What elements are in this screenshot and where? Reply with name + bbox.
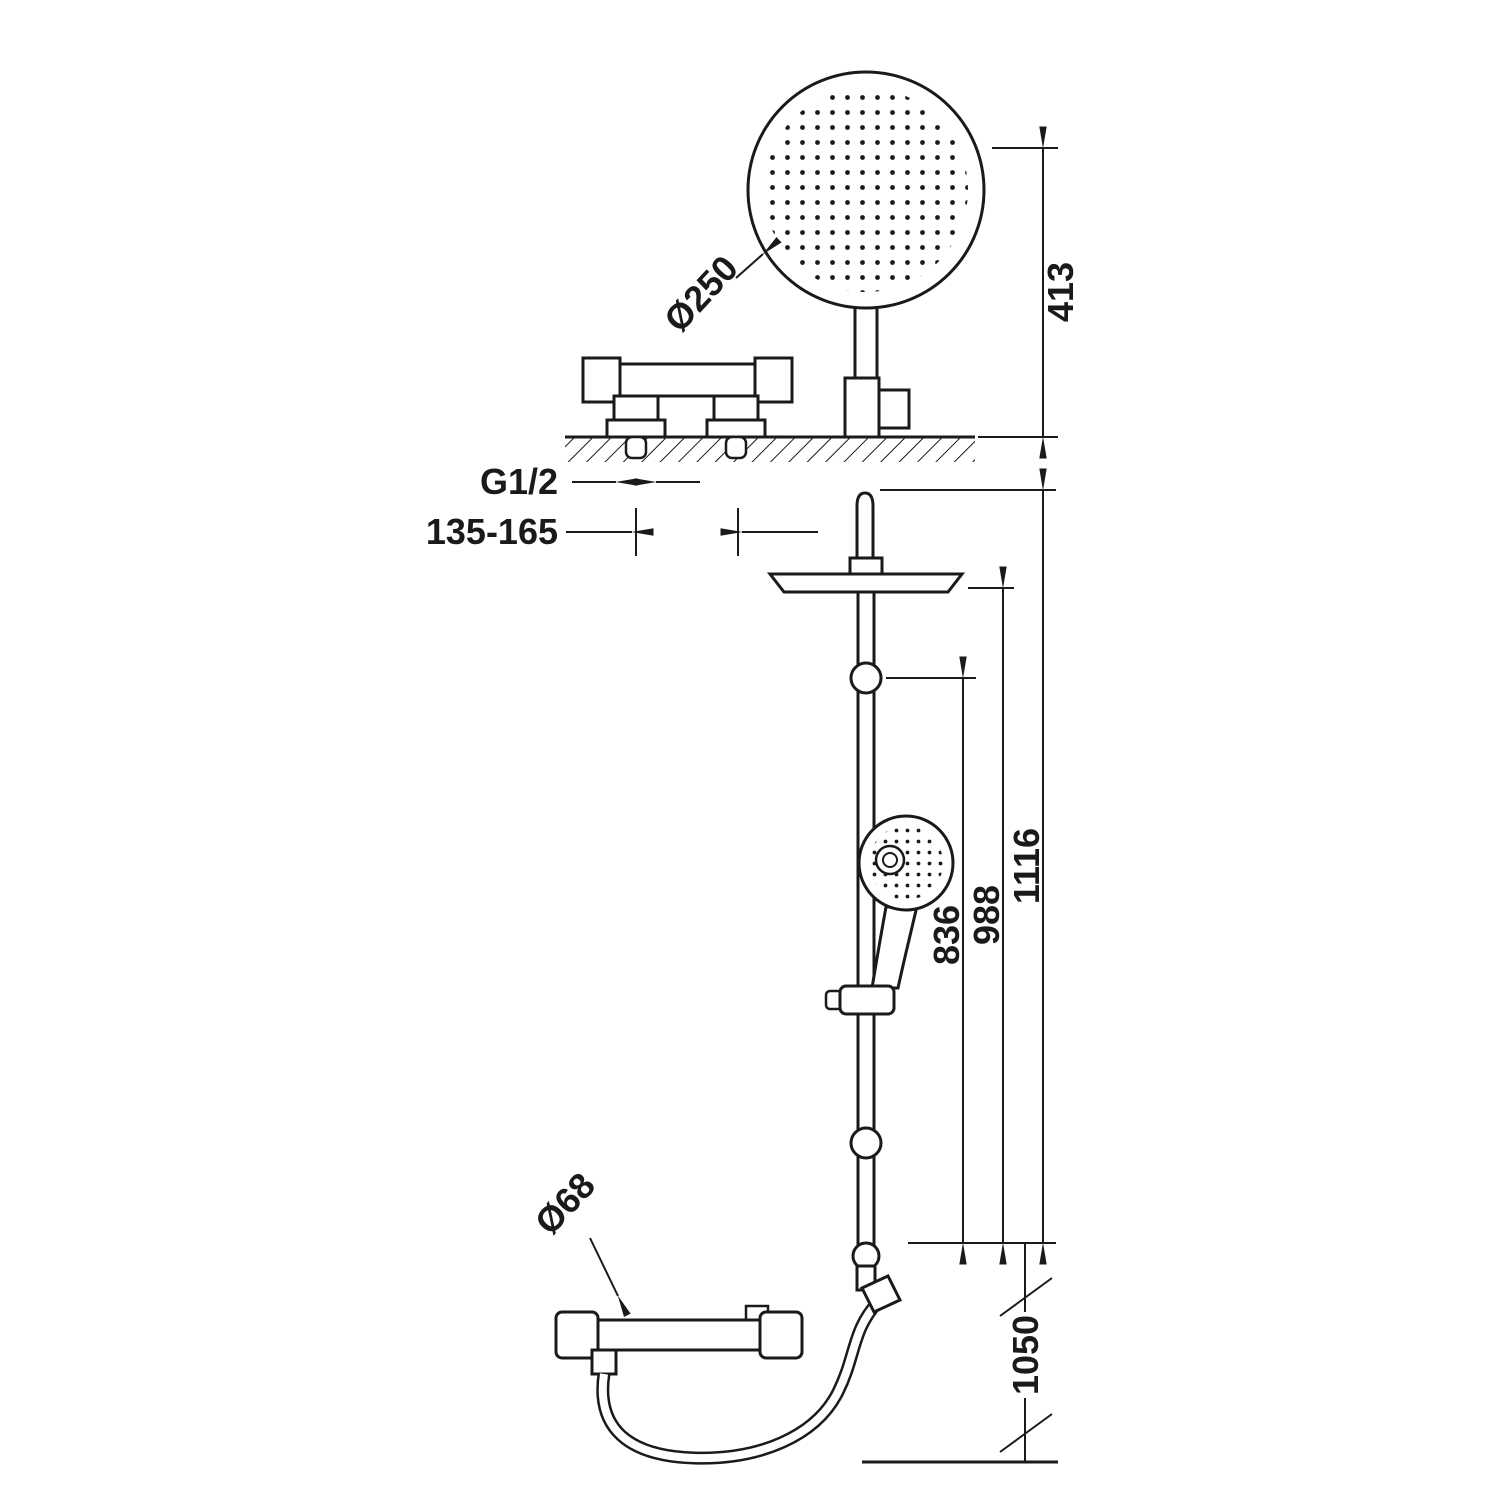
front-view-dimensions: 836 988 1116 1050 <box>862 468 1058 1464</box>
mixer-body <box>594 1318 764 1352</box>
head-diameter-callout: Ø250 <box>656 236 782 340</box>
mixer-body-plan <box>618 362 757 398</box>
mixer-left-handle <box>554 1310 600 1360</box>
overhead-shower-plate <box>766 572 966 594</box>
slider-bracket-body <box>838 984 896 1016</box>
dimension-836: 836 <box>926 656 967 1265</box>
mixer-right-handle-plan <box>753 356 794 404</box>
dim-1116-label: 1116 <box>1006 828 1047 904</box>
mixer-front-view <box>554 1304 804 1376</box>
bottom-elbow <box>851 1241 903 1314</box>
lower-ball-joint <box>849 1126 883 1160</box>
dimension-413: 413 <box>978 126 1081 459</box>
mixer-handle-diameter-callout: Ø68 <box>527 1165 631 1317</box>
riser-pipe-fill <box>859 576 873 1252</box>
mixer-hose-outlet <box>590 1348 618 1376</box>
wall-flange <box>843 376 881 439</box>
mixer-handle-diameter-arrow <box>589 1237 631 1317</box>
rain-head-nozzles <box>764 88 968 292</box>
dim-413-label: 413 <box>1040 262 1081 322</box>
dimension-1050: 1050 <box>999 1243 1053 1462</box>
hand-shower-mode-button <box>874 844 906 876</box>
hand-shower-nozzles <box>869 826 943 900</box>
hand-shower-mode-button-inner <box>882 852 898 868</box>
hose-inner <box>598 1299 881 1463</box>
hose-nut <box>859 1274 903 1314</box>
mixer-handle-diameter-label: Ø68 <box>527 1165 603 1243</box>
slider-bracket <box>824 984 896 1016</box>
right-inlet-connector <box>712 394 760 422</box>
thread-label: G1/2 <box>480 461 558 502</box>
hand-shower <box>857 814 955 990</box>
dim-1050-slash-bottom <box>999 1413 1053 1453</box>
right-inlet-foot <box>705 418 767 439</box>
riser-top-neck <box>855 491 875 576</box>
dim-1050-label: 1050 <box>1005 1315 1046 1395</box>
upper-ball-joint <box>849 661 883 695</box>
top-view: Ø250 413 G1/2 135-165 <box>426 70 1081 556</box>
dim-1050-slash-top <box>999 1277 1053 1317</box>
thread-callout: G1/2 <box>480 461 700 502</box>
left-inlet-tip <box>624 435 648 460</box>
left-inlet-connector <box>612 394 660 422</box>
inlet-spacing-label: 135-165 <box>426 511 558 552</box>
head-diameter-label: Ø250 <box>656 247 746 339</box>
right-inlet-tip <box>724 435 748 460</box>
inlet-spacing-dimension: 135-165 <box>426 508 818 556</box>
mixer-plan-view <box>581 356 794 460</box>
dimension-988: 988 <box>966 566 1007 1265</box>
dim-988-label: 988 <box>966 885 1007 945</box>
front-view: Ø68 <box>527 491 966 1465</box>
left-inlet-foot <box>605 418 667 439</box>
dimension-1116: 1116 <box>1006 468 1047 1265</box>
shower-hose <box>596 1297 883 1465</box>
rain-shower-head-plan <box>746 70 986 439</box>
dim-836-label: 836 <box>926 905 967 965</box>
arm-elbow-bracket <box>877 388 911 430</box>
head-diameter-arrow <box>735 236 782 279</box>
mixer-right-handle <box>758 1310 804 1360</box>
hand-shower-handle <box>870 904 919 990</box>
